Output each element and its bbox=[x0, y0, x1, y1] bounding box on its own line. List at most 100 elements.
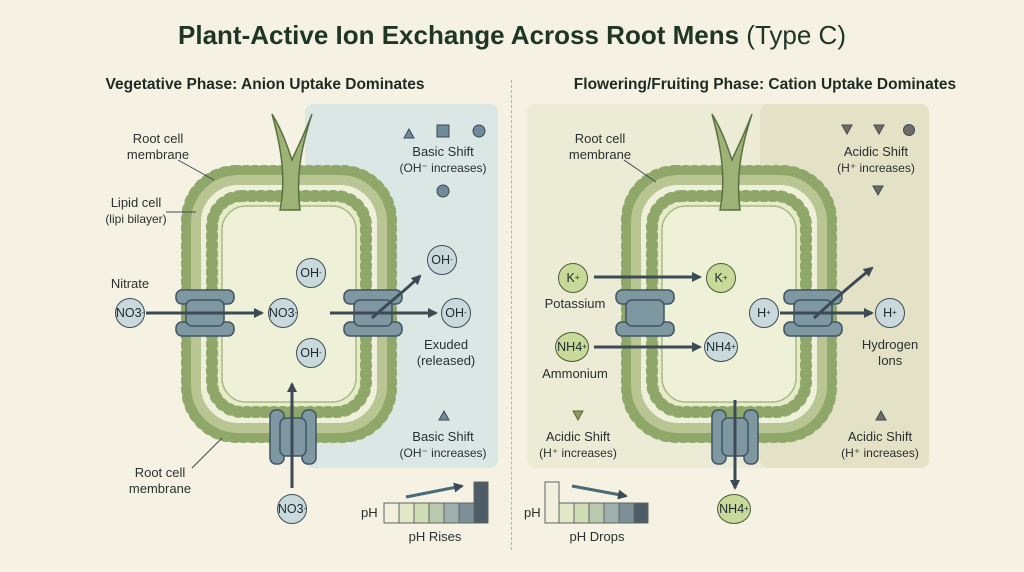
label-line: (OH⁻ increases) bbox=[399, 161, 487, 175]
ion-text: OH bbox=[431, 253, 451, 267]
leader-membrane-top bbox=[177, 159, 215, 181]
ion-no3-bottom: NO3- bbox=[277, 494, 307, 524]
ph-caption-right: pH Drops bbox=[569, 529, 625, 544]
triangle-icon bbox=[438, 409, 450, 421]
label-ammonium: Ammonium bbox=[542, 366, 608, 381]
label-line: Root cell bbox=[574, 131, 626, 146]
square-icon bbox=[436, 124, 450, 138]
ion-oh-inside-top: OH- bbox=[296, 258, 326, 288]
label-line: Basic Shift bbox=[412, 429, 474, 444]
label-line: membrane bbox=[568, 147, 632, 162]
right-panel-heading: Flowering/Fruiting Phase: Cation Uptake … bbox=[573, 76, 957, 93]
circle-icon bbox=[472, 124, 486, 138]
triangle-icon bbox=[875, 409, 887, 421]
label-line: Lipid cell bbox=[110, 195, 162, 210]
right-channel-right bbox=[783, 289, 843, 337]
ph-trend-arrow-right bbox=[571, 484, 628, 500]
label-line: Hydrogen bbox=[861, 337, 919, 352]
right-cell-membrane bbox=[621, 165, 837, 443]
ph-trend-arrow-left bbox=[405, 482, 464, 499]
leader-membrane-bottom bbox=[191, 437, 223, 469]
ion-nh4-outside: NH4+ bbox=[555, 332, 589, 362]
circle-icon bbox=[436, 184, 450, 198]
ion-text: NO3 bbox=[115, 306, 142, 320]
ion-h-inside: H+ bbox=[749, 298, 779, 328]
left-panel-heading: Vegetative Phase: Anion Uptake Dominates bbox=[105, 76, 425, 93]
label-line: (H⁺ increases) bbox=[841, 446, 919, 460]
ion-text: NO3 bbox=[268, 306, 295, 320]
ph-scale-left bbox=[383, 481, 489, 524]
ph-label-left: pH bbox=[361, 505, 378, 520]
triangle-down-icon bbox=[873, 124, 885, 136]
ion-no3-outside: NO3- bbox=[115, 298, 145, 328]
left-root-stem bbox=[271, 113, 313, 211]
label-acidic-shift-left: Acidic Shift (H⁺ increases) bbox=[528, 429, 628, 461]
label-line: Acidic Shift bbox=[847, 429, 913, 444]
title-main: Plant-Active Ion Exchange Across Root Me… bbox=[178, 20, 740, 50]
ion-text: H bbox=[757, 306, 767, 320]
ion-text: H bbox=[883, 306, 893, 320]
ion-no3-inside: NO3- bbox=[268, 298, 298, 328]
label-root-cell-membrane-bottom: Root cell membrane bbox=[110, 465, 210, 497]
label-nitrate: Nitrate bbox=[110, 276, 150, 291]
leader-membrane-right bbox=[623, 159, 657, 183]
ph-label-right: pH bbox=[524, 505, 541, 520]
triangle-icon bbox=[403, 127, 415, 139]
label-line: membrane bbox=[128, 481, 192, 496]
triangle-down-icon bbox=[872, 185, 884, 197]
label-root-cell-membrane-right: Root cell membrane bbox=[550, 131, 650, 163]
left-channel-oh bbox=[343, 289, 403, 337]
right-channel-left bbox=[615, 289, 675, 337]
arrow-oh-curve bbox=[370, 274, 422, 320]
label-line: (released) bbox=[416, 353, 476, 368]
ion-oh-outside-top: OH- bbox=[427, 245, 457, 275]
ph-scale-right bbox=[544, 481, 649, 524]
right-root-stem bbox=[711, 113, 753, 211]
label-potassium: Potassium bbox=[544, 296, 606, 311]
ion-oh-inside-bottom: OH- bbox=[296, 338, 326, 368]
label-line: Basic Shift bbox=[412, 144, 474, 159]
arrow-h-curve bbox=[812, 266, 874, 320]
label-acidic-shift-right: Acidic Shift (H⁺ increases) bbox=[830, 429, 930, 461]
label-line: membrane bbox=[126, 147, 190, 162]
triangle-down-icon bbox=[572, 410, 584, 422]
label-line: Ions bbox=[877, 353, 903, 368]
label-basic-shift-bottom: Basic Shift (OH⁻ increases) bbox=[388, 429, 498, 461]
ion-text: K bbox=[714, 271, 723, 285]
page-title: Plant-Active Ion Exchange Across Root Me… bbox=[0, 20, 1024, 51]
label-line: Acidic Shift bbox=[843, 144, 909, 159]
ion-text: OH bbox=[300, 346, 320, 360]
label-hydrogen-ions: Hydrogen Ions bbox=[850, 337, 930, 369]
ion-text: OH bbox=[300, 266, 320, 280]
label-line: Root cell bbox=[134, 465, 186, 480]
ion-oh-outside: OH- bbox=[441, 298, 471, 328]
label-exuded: Exuded (released) bbox=[406, 337, 486, 369]
ion-h-outside: H+ bbox=[875, 298, 905, 328]
ion-nh4-inside: NH4+ bbox=[704, 332, 738, 362]
left-channel-bottom bbox=[269, 409, 317, 465]
label-basic-shift-top: Basic Shift (OH⁻ increases) bbox=[388, 144, 498, 176]
triangle-down-icon bbox=[841, 124, 853, 136]
title-suffix: (Type C) bbox=[746, 20, 846, 50]
label-line: Acidic Shift bbox=[545, 429, 611, 444]
label-line: (lipi bilayer) bbox=[105, 212, 167, 226]
label-line: Root cell bbox=[132, 131, 184, 146]
ion-text: NH4 bbox=[557, 340, 583, 354]
ion-k-outside: K+ bbox=[558, 263, 588, 293]
label-root-cell-membrane-top: Root cell membrane bbox=[108, 131, 208, 163]
ion-nh4-bottom: NH4+ bbox=[717, 494, 751, 524]
label-line: (H⁺ increases) bbox=[837, 161, 915, 175]
label-acidic-shift-top: Acidic Shift (H⁺ increases) bbox=[826, 144, 926, 176]
label-line: Exuded bbox=[423, 337, 469, 352]
ion-text: NH4 bbox=[719, 502, 745, 516]
ion-text: NH4 bbox=[706, 340, 732, 354]
label-lipid-cell: Lipid cell (lipi bilayer) bbox=[86, 195, 186, 227]
ion-text: K bbox=[566, 271, 575, 285]
ph-caption-left: pH Rises bbox=[408, 529, 462, 544]
label-line: (OH⁻ increases) bbox=[399, 446, 487, 460]
circle-icon bbox=[903, 124, 915, 136]
panel-divider bbox=[511, 80, 512, 550]
ion-text: OH bbox=[445, 306, 465, 320]
ion-k-inside: K+ bbox=[706, 263, 736, 293]
